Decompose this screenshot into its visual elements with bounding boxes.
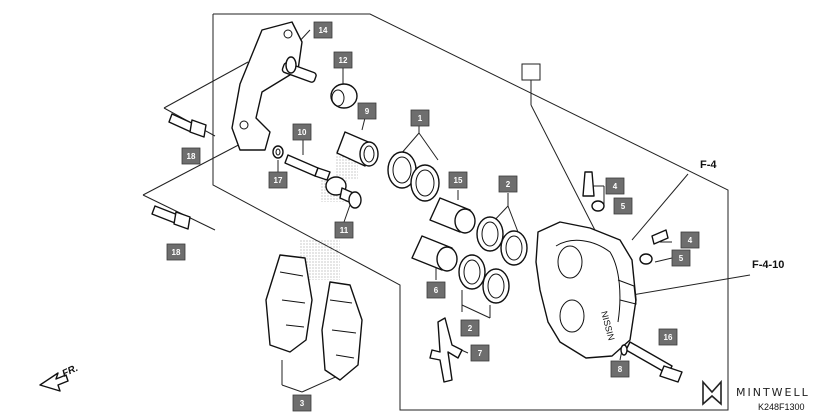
ref-f4: F-4 — [700, 159, 717, 171]
piston-seals-upper — [476, 216, 528, 266]
callout-6: 6 — [426, 281, 446, 299]
callout-1: 1 — [410, 109, 430, 127]
brake-pads — [265, 240, 363, 381]
svg-text:12: 12 — [339, 56, 348, 65]
svg-text:14: 14 — [319, 26, 328, 35]
callout-16: 16 — [658, 328, 678, 346]
callout-7: 7 — [470, 344, 490, 362]
callout-18: 18 — [181, 147, 201, 165]
bleeder-valve-lower — [651, 229, 669, 245]
svg-text:17: 17 — [274, 176, 283, 185]
svg-text:11: 11 — [340, 226, 349, 235]
callout-5: 5 — [613, 197, 633, 215]
callout-15: 15 — [448, 171, 468, 189]
svg-text:2: 2 — [506, 180, 511, 189]
pad-spring — [429, 317, 463, 383]
callout-3: 3 — [292, 394, 312, 412]
diagram-code: K248F1300 — [758, 402, 805, 412]
piston-upper — [429, 197, 476, 234]
svg-text:18: 18 — [172, 248, 181, 257]
callout-14: 14 — [313, 21, 333, 39]
callout-17: 17 — [268, 171, 288, 189]
pin-boot — [330, 83, 358, 109]
svg-text:5: 5 — [679, 254, 684, 263]
svg-text:FR.: FR. — [61, 363, 80, 380]
callout-4: 4 — [680, 231, 700, 249]
callout-8: 8 — [610, 360, 630, 378]
callout-9: 9 — [357, 102, 377, 120]
svg-text:6: 6 — [434, 286, 439, 295]
callout-2: 2 — [460, 319, 480, 337]
svg-text:4: 4 — [688, 236, 693, 245]
svg-text:8: 8 — [618, 365, 623, 374]
pin-clip — [620, 344, 628, 356]
bleeder-valve-upper — [582, 171, 595, 197]
assembly-callout — [521, 63, 541, 81]
brand-logo: MINTWELL — [702, 379, 810, 406]
svg-text:18: 18 — [187, 152, 196, 161]
caliper-bracket — [231, 21, 317, 151]
callout-10: 10 — [292, 123, 312, 141]
callout-5: 5 — [671, 249, 691, 267]
front-direction-marker: FR. — [39, 363, 80, 392]
svg-text:5: 5 — [621, 202, 626, 211]
pin-bolt — [284, 154, 331, 181]
caliper-body: NISSIN — [535, 221, 637, 359]
svg-text:1: 1 — [418, 114, 423, 123]
slide-pin — [320, 176, 362, 209]
piston-lower — [411, 235, 458, 272]
ref-f4-10: F-4-10 — [752, 259, 784, 271]
assembly-outline — [212, 13, 729, 411]
svg-text:2: 2 — [468, 324, 473, 333]
mounting-bolt-lower — [151, 205, 191, 230]
bleeder-cap-upper — [591, 200, 605, 212]
callout-18: 18 — [166, 243, 186, 261]
callout-11: 11 — [334, 221, 354, 239]
piston-seals — [387, 151, 440, 202]
svg-text:7: 7 — [478, 349, 483, 358]
piston-seals-lower — [458, 254, 510, 304]
svg-text:3: 3 — [300, 399, 305, 408]
mounting-bolt-upper — [168, 113, 207, 138]
brand-name: MINTWELL — [736, 386, 810, 399]
callout-12: 12 — [333, 51, 353, 69]
svg-text:10: 10 — [298, 128, 307, 137]
svg-text:4: 4 — [613, 182, 618, 191]
svg-text:15: 15 — [454, 176, 463, 185]
svg-text:16: 16 — [664, 333, 673, 342]
pin-sleeve — [336, 131, 379, 180]
small-washer — [272, 145, 284, 159]
callout-4: 4 — [605, 177, 625, 195]
bleeder-cap-lower — [639, 253, 653, 265]
pad-pin — [625, 341, 683, 383]
callout-2: 2 — [498, 175, 518, 193]
svg-text:9: 9 — [365, 107, 370, 116]
